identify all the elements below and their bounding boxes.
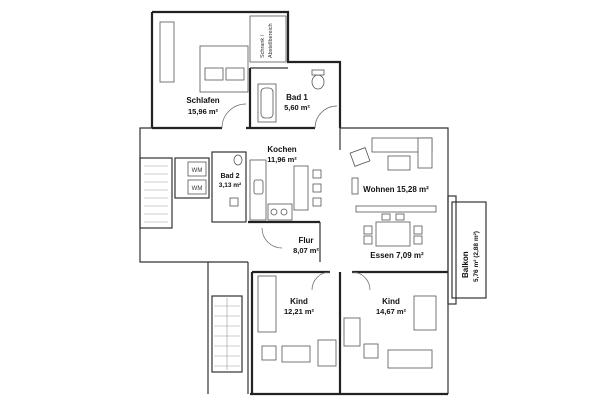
room-area-kind2: 14,67 m² [376,307,407,316]
room-name-kind2: Kind [382,297,400,306]
room-area-kochen: 11,96 m² [267,155,297,164]
room-name-bad1: Bad 1 [286,93,308,102]
schrank-label-line1: Schrank / [260,34,266,58]
bed-schlafen [159,21,249,93]
washing-machine-1 [187,161,207,177]
stairs-bottom [211,295,243,373]
wardrobe-schlafen [249,15,287,63]
room-name-essen: Essen 7,09 m² [370,251,424,260]
wm-label-1: WM [192,168,203,174]
room-area-bad2: 3,13 m² [219,182,242,189]
toilet-bad2 [229,154,243,207]
room-area-balkon: 5,76 m² (2,88 m²) [473,231,480,282]
schrank-label-line2: Abstellbereich [268,23,274,58]
interior-walls [139,67,448,394]
room-name-kind1: Kind [290,297,308,306]
tv-board [351,177,359,195]
room-name-schlafen: Schlafen [186,96,219,105]
kitchen-island [293,165,322,211]
room-area-bad1: 5,60 m² [284,103,310,112]
room-name-flur: Flur [298,236,313,245]
door-swings [221,103,371,291]
sofa-wohnen [349,137,433,171]
balcony [447,195,487,305]
shelf-row [355,205,437,213]
room-name-wohnen: Wohnen 15,28 m² [363,185,429,194]
room-area-schlafen: 15,96 m² [188,107,219,116]
wm-label-2: WM [192,186,203,192]
stairs-left [144,165,168,223]
kitchen-counter [249,159,293,221]
room-name-balkon: Balkon [461,251,470,278]
toilet-bad1 [311,69,325,90]
room-area-flur: 8,07 m² [293,246,319,255]
furniture-kind2 [343,295,437,369]
room-area-kind1: 12,21 m² [284,307,315,316]
washing-machine-2 [187,179,207,195]
room-name-kochen: Kochen [267,145,296,154]
dining-table [363,213,423,247]
room-name-bad2: Bad 2 [220,173,239,180]
bathtub-bad1 [257,83,277,123]
furniture-kind1 [257,275,337,367]
